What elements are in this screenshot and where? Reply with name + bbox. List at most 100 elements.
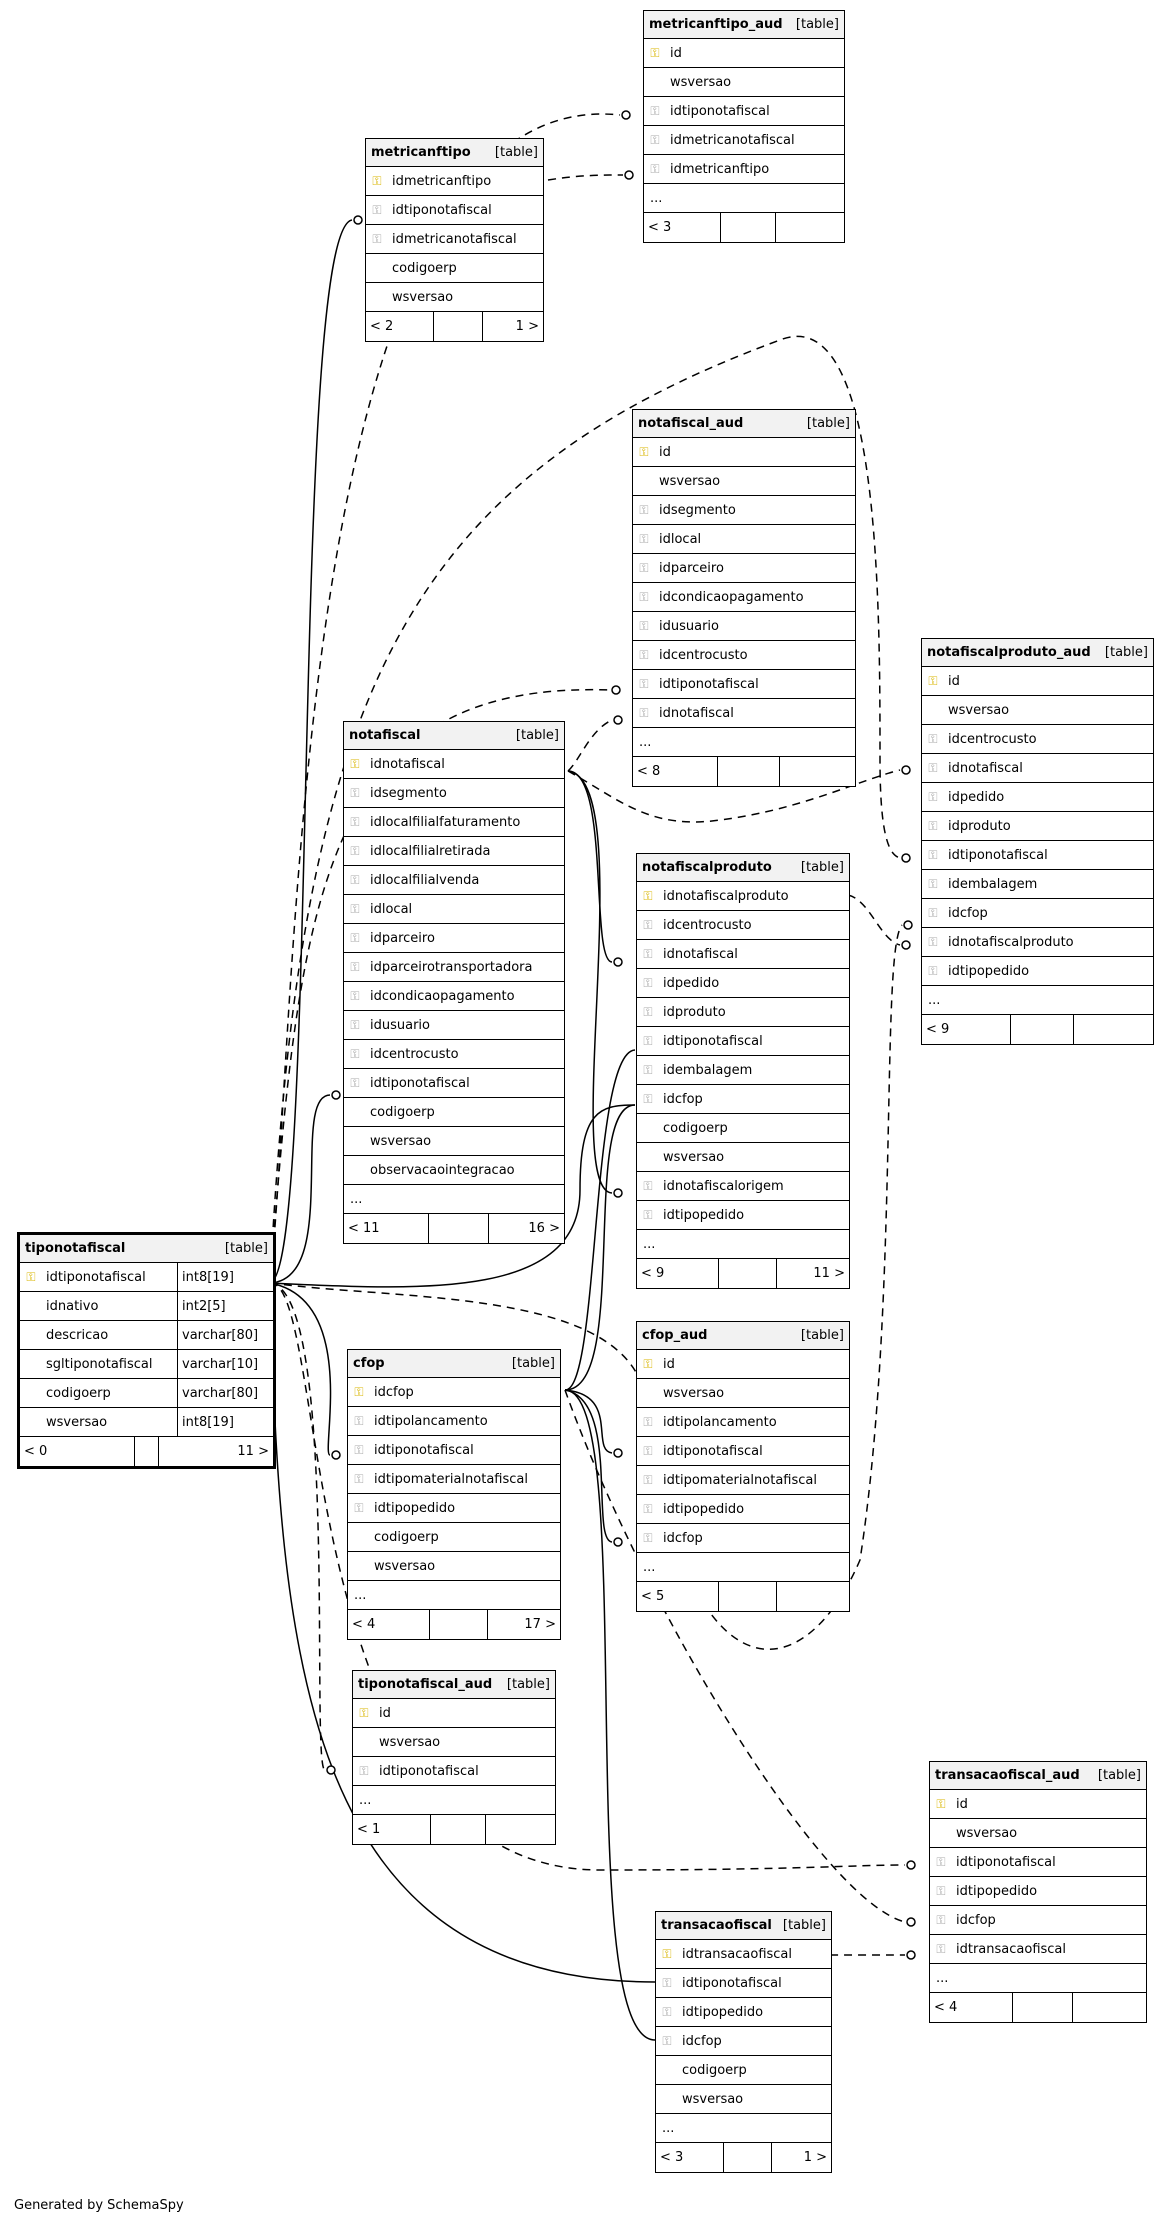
column-row[interactable]: ⚿idtipopedido	[922, 957, 1153, 986]
table-header[interactable]: metricanftipo[table]	[366, 139, 543, 167]
parent-count[interactable]: < 9	[641, 1266, 665, 1281]
column-row[interactable]: ⚿idnotafiscal	[344, 750, 564, 779]
column-row[interactable]: wsversao	[633, 467, 855, 496]
column-row[interactable]: ...	[656, 2114, 831, 2143]
table-header[interactable]: notafiscal_aud[table]	[633, 410, 855, 438]
column-row[interactable]: ⚿idtipomaterialnotafiscal	[637, 1466, 849, 1495]
column-row[interactable]: ⚿idnotafiscalproduto	[922, 928, 1153, 957]
child-count[interactable]	[780, 757, 855, 786]
table-cfop[interactable]: cfop[table]⚿idcfop⚿idtipolancamento⚿idti…	[347, 1349, 561, 1640]
parent-count[interactable]: < 11	[348, 1221, 380, 1236]
column-row[interactable]: ⚿idtiponotafiscal	[637, 1027, 849, 1056]
parent-count[interactable]: < 4	[934, 2000, 958, 2015]
table-header[interactable]: tiponotafiscal_aud[table]	[353, 1671, 555, 1699]
column-row[interactable]: observacaointegracao	[344, 1156, 564, 1185]
column-row[interactable]: ⚿idcfop	[922, 899, 1153, 928]
column-row[interactable]: ⚿idtiponotafiscal	[348, 1436, 560, 1465]
column-row[interactable]: ⚿idparceiro	[344, 924, 564, 953]
table-notafiscal[interactable]: notafiscal[table]⚿idnotafiscal⚿idsegment…	[343, 721, 565, 1244]
column-row[interactable]: codigoerp	[637, 1114, 849, 1143]
column-row[interactable]: ⚿idtiponotafiscal	[353, 1757, 555, 1786]
column-row[interactable]: wsversao	[930, 1819, 1146, 1848]
column-row[interactable]: ...	[353, 1786, 555, 1815]
child-count[interactable]: 1 >	[803, 2150, 827, 2165]
column-row[interactable]: ⚿idsegmento	[344, 779, 564, 808]
column-row[interactable]: ⚿idlocal	[633, 525, 855, 554]
column-row[interactable]: ...	[348, 1581, 560, 1610]
column-row[interactable]: ⚿idnotafiscal	[633, 699, 855, 728]
child-count[interactable]	[777, 1582, 849, 1611]
column-row[interactable]: ⚿idmetricanotafiscal	[366, 225, 543, 254]
column-row[interactable]: wsversao	[353, 1728, 555, 1757]
parent-count[interactable]: < 8	[637, 764, 661, 779]
column-row[interactable]: ⚿id	[353, 1699, 555, 1728]
column-row[interactable]: ⚿idtipomaterialnotafiscal	[348, 1465, 560, 1494]
column-row[interactable]: ⚿idtiponotafiscal	[930, 1848, 1146, 1877]
column-row[interactable]: codigoerp	[344, 1098, 564, 1127]
child-count[interactable]	[486, 1815, 555, 1844]
column-row[interactable]: ⚿idlocal	[344, 895, 564, 924]
parent-count[interactable]: < 9	[926, 1022, 950, 1037]
child-count[interactable]: 11 >	[813, 1266, 845, 1281]
column-row[interactable]: ⚿idmetricanftipo	[644, 155, 844, 184]
column-row[interactable]: ⚿id	[922, 667, 1153, 696]
column-row[interactable]: wsversao	[348, 1552, 560, 1581]
column-row[interactable]: ⚿id	[633, 438, 855, 467]
column-row[interactable]: ⚿idpedido	[922, 783, 1153, 812]
column-row[interactable]: ⚿idtipopedido	[637, 1201, 849, 1230]
table-header[interactable]: notafiscal[table]	[344, 722, 564, 750]
column-row[interactable]: ⚿idtiponotafiscal	[922, 841, 1153, 870]
column-row[interactable]: ...	[644, 184, 844, 213]
column-row[interactable]: wsversao	[344, 1127, 564, 1156]
column-row[interactable]: codigoerp	[348, 1523, 560, 1552]
child-count[interactable]: 11 >	[237, 1444, 269, 1459]
column-row[interactable]: ⚿idtiponotafiscal	[644, 97, 844, 126]
table-header[interactable]: notafiscalproduto_aud[table]	[922, 639, 1153, 667]
column-row[interactable]: ⚿idnotafiscal	[922, 754, 1153, 783]
child-count[interactable]: 16 >	[528, 1221, 560, 1236]
column-row[interactable]: ⚿idcfop	[637, 1524, 849, 1553]
table-header[interactable]: cfop[table]	[348, 1350, 560, 1378]
parent-count[interactable]: < 1	[357, 1822, 381, 1837]
column-row[interactable]: codigoerp	[656, 2056, 831, 2085]
column-row[interactable]: ...	[930, 1964, 1146, 1993]
table-header[interactable]: tiponotafiscal[table]	[20, 1235, 273, 1263]
column-row[interactable]: ⚿idlocalfilialvenda	[344, 866, 564, 895]
child-count[interactable]	[1073, 1993, 1146, 2022]
column-row[interactable]: wsversao	[637, 1143, 849, 1172]
column-row[interactable]: ⚿idtipopedido	[348, 1494, 560, 1523]
column-row[interactable]: ⚿idlocalfilialretirada	[344, 837, 564, 866]
table-metricanftipo[interactable]: metricanftipo[table]⚿idmetricanftipo⚿idt…	[365, 138, 544, 342]
column-row[interactable]: ⚿idtipopedido	[656, 1998, 831, 2027]
column-row[interactable]: ⚿idtipopedido	[930, 1877, 1146, 1906]
table-header[interactable]: metricanftipo_aud[table]	[644, 11, 844, 39]
column-row[interactable]: ⚿id	[930, 1790, 1146, 1819]
column-row[interactable]: wsversao	[656, 2085, 831, 2114]
column-row[interactable]: ⚿idtipolancamento	[348, 1407, 560, 1436]
column-row[interactable]: ⚿idusuario	[633, 612, 855, 641]
column-row[interactable]: ⚿idproduto	[637, 998, 849, 1027]
parent-count[interactable]: < 0	[24, 1444, 48, 1459]
column-row[interactable]: ⚿idcentrocusto	[637, 911, 849, 940]
column-row[interactable]: ⚿idnotafiscalproduto	[637, 882, 849, 911]
child-count[interactable]	[776, 213, 844, 242]
column-row[interactable]: ...	[344, 1185, 564, 1214]
column-row[interactable]: ⚿idpedido	[637, 969, 849, 998]
column-row[interactable]: ⚿idparceiro	[633, 554, 855, 583]
parent-count[interactable]: < 5	[641, 1589, 665, 1604]
column-row[interactable]: ⚿idparceirotransportadora	[344, 953, 564, 982]
parent-count[interactable]: < 3	[648, 220, 672, 235]
column-row[interactable]: ⚿idusuario	[344, 1011, 564, 1040]
column-row[interactable]: ⚿idembalagem	[922, 870, 1153, 899]
column-row[interactable]: ⚿idtiponotafiscal	[633, 670, 855, 699]
column-row[interactable]: ⚿idtransacaofiscal	[656, 1940, 831, 1969]
column-row[interactable]: ⚿idcfop	[930, 1906, 1146, 1935]
